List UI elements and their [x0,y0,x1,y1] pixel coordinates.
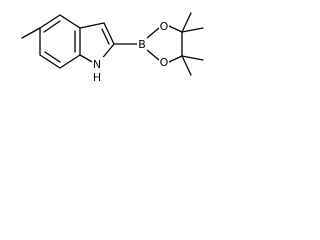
bond-methyl-top-up [181,12,192,33]
bond-benzene-2 [59,14,81,29]
chemical-structure-diagram: B O O N H [21,12,204,84]
oxygen-top-label-bg [159,19,169,33]
bond-boron-oxygen-top [146,27,160,39]
bond-benzene-1-inner [43,20,61,33]
bond-benzene-1 [39,14,61,29]
oxygen-top-label: O [160,20,169,33]
nitrogen-hydrogen-label: H [93,71,101,84]
bond-pyrrole-n-c7a [79,54,95,64]
bond-benzene-5 [39,54,61,69]
bond-pyrrole-c3a-c3 [79,22,105,29]
bond-oxygen-top-carbon [168,25,183,33]
bond-pyrrole-c3-c2 [103,22,115,45]
bond-oxygen-bottom-boron [146,49,160,61]
bond-benzene-5-inner [44,51,61,63]
nitrogen-label-bg [92,57,104,71]
bond-carbon-oxygen-bottom [168,55,183,63]
boron-label-bg [137,37,147,51]
nitrogen-label: N [93,58,101,71]
bond-methyl-bottom-down [181,55,192,76]
bond-benzene-4 [59,54,81,69]
bond-pyrrole-c3-c2-inner [101,28,110,45]
boron-label: B [138,38,146,51]
bond-methyl-bottom-right [181,55,204,61]
bond-methyl [21,27,41,39]
bond-methyl-top-right [181,27,204,33]
oxygen-bottom-label: O [160,56,169,69]
oxygen-bottom-label-bg [159,55,169,69]
